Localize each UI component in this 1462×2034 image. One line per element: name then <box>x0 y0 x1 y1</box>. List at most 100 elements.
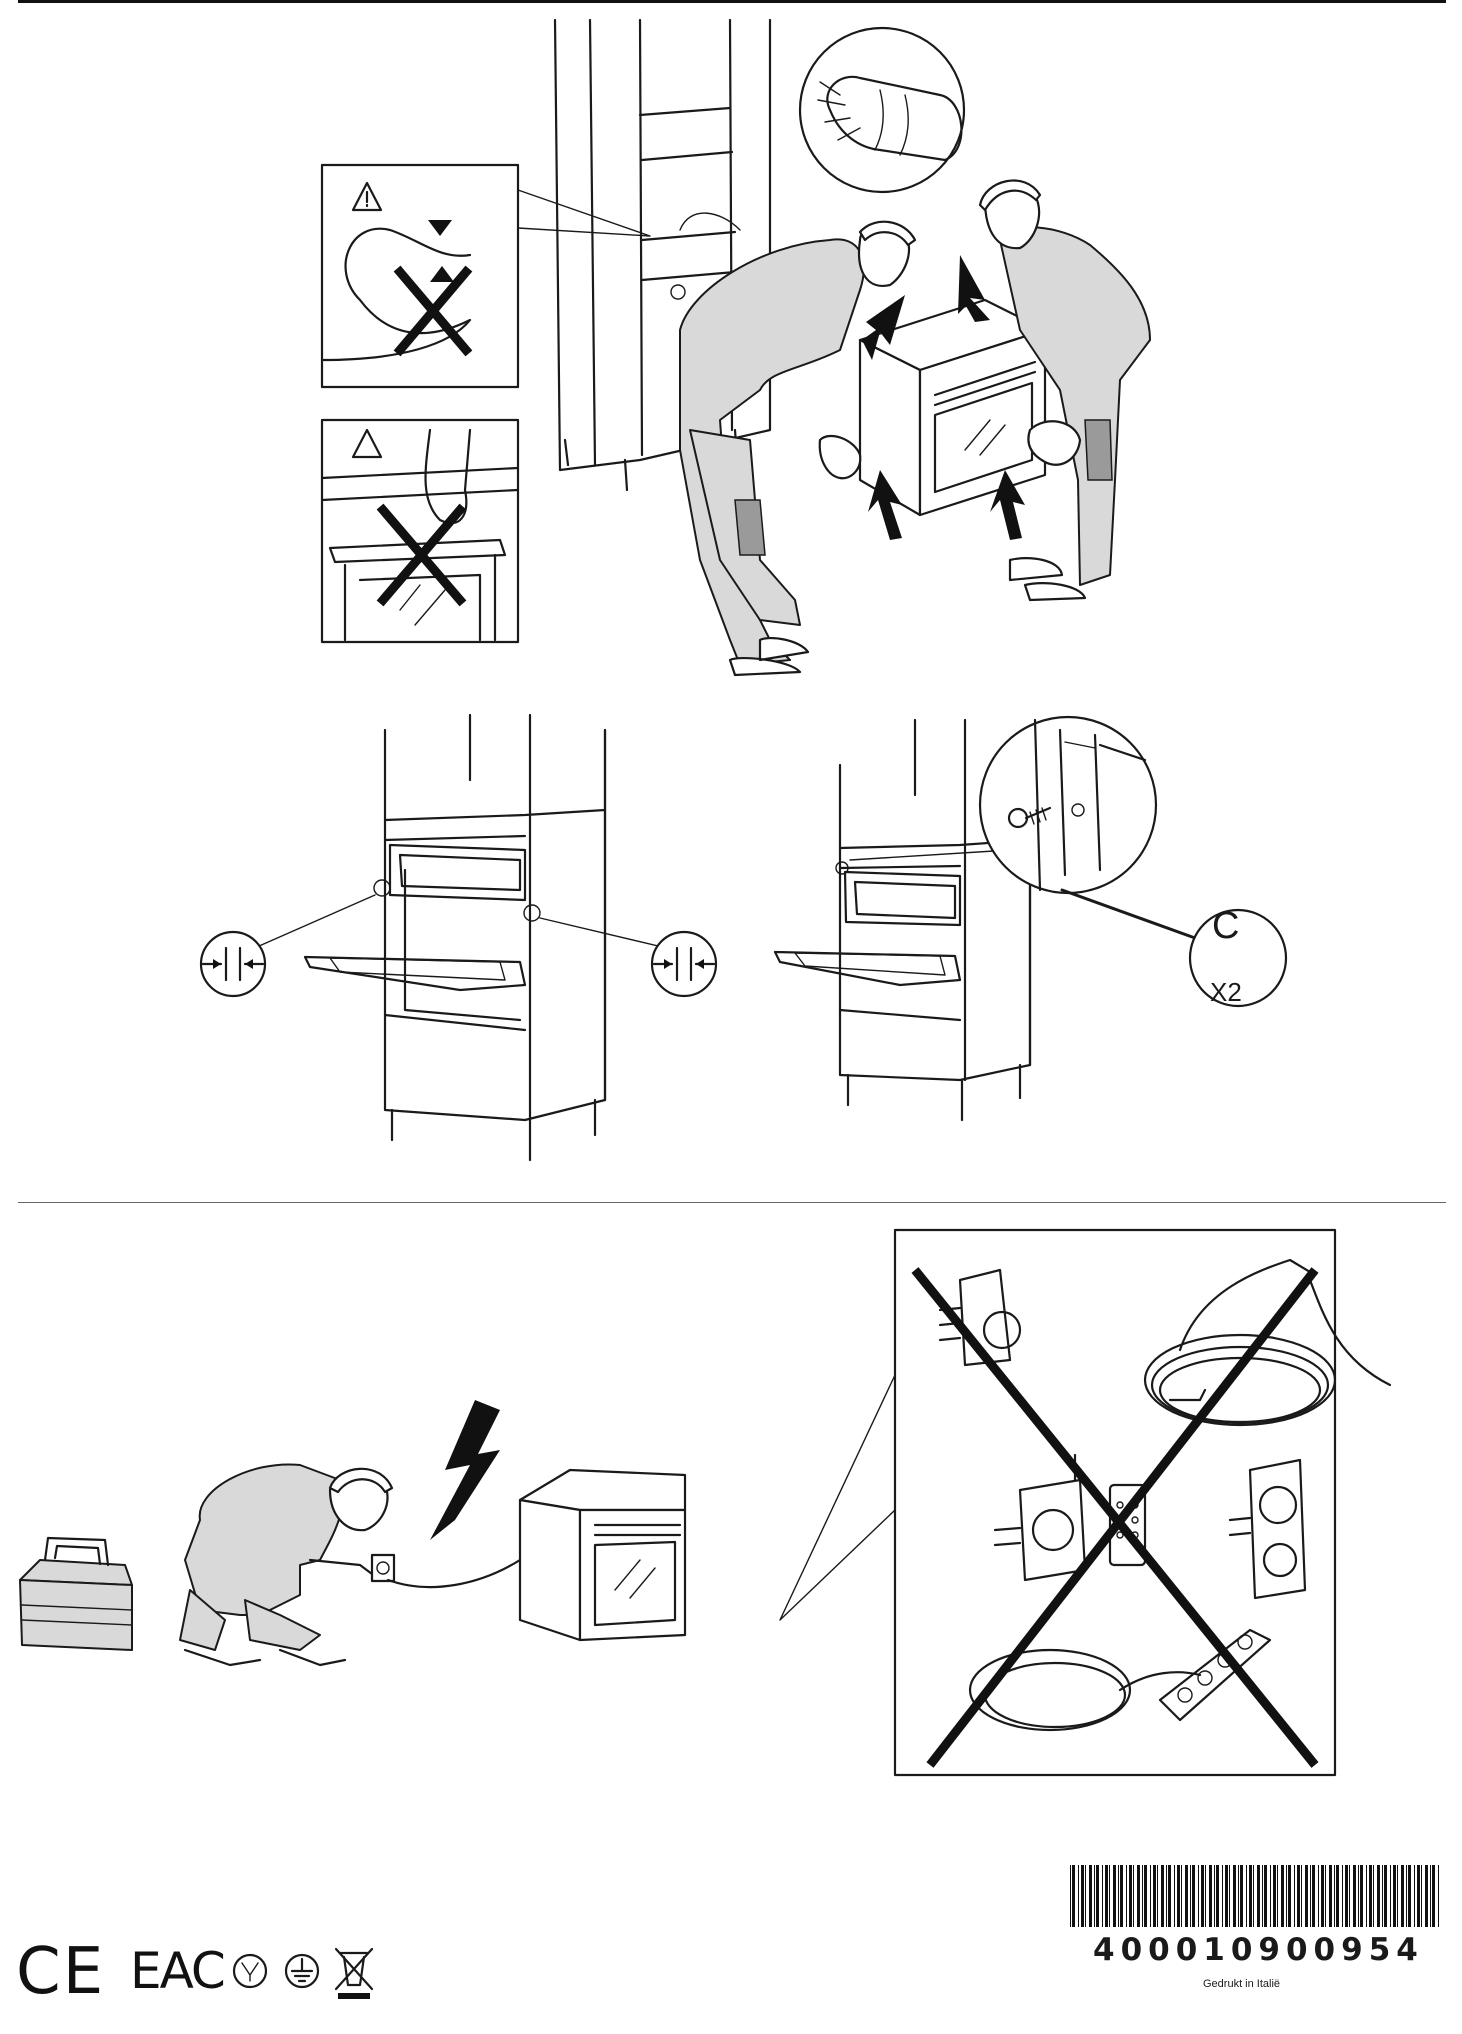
barcode-bar <box>1166 1865 1167 1927</box>
barcode-bar <box>1126 1865 1127 1927</box>
barcode-bar <box>1264 1865 1267 1927</box>
barcode-bar <box>1414 1865 1415 1927</box>
barcode-bar <box>1185 1865 1188 1927</box>
barcode-bar <box>1174 1865 1175 1927</box>
barcode-bar <box>1384 1865 1387 1927</box>
barcode-bar <box>1089 1865 1092 1927</box>
barcode-bar <box>1105 1865 1108 1927</box>
barcode-bar <box>1345 1865 1348 1927</box>
barcode-bar <box>1277 1865 1278 1927</box>
barcode-bar <box>1133 1865 1134 1927</box>
eac-mark: EAC <box>130 1942 226 2000</box>
barcode-bar <box>1325 1865 1326 1927</box>
barcode-bar <box>1336 1865 1339 1927</box>
cabinet-right <box>773 715 1288 1122</box>
barcode-bar <box>1233 1865 1236 1927</box>
barcode-bar <box>1072 1865 1075 1927</box>
top-rule <box>18 0 1446 3</box>
barcode-bar <box>1390 1865 1391 1927</box>
barcode-bar <box>1417 1865 1420 1927</box>
barcode-bar <box>1142 1865 1143 1927</box>
lightning-icon <box>430 1400 500 1540</box>
barcode-bar <box>1177 1865 1180 1927</box>
barcode-bar <box>1270 1865 1271 1927</box>
handle-warning-callout <box>320 418 520 644</box>
barcode-bar <box>1201 1865 1204 1927</box>
extension-cable-icon <box>1143 1258 1392 1427</box>
left-worker <box>679 220 917 677</box>
barcode-bar <box>1318 1865 1319 1927</box>
barcode-bar <box>1102 1865 1103 1927</box>
barcode-bar <box>1286 1865 1287 1927</box>
lifting-illustration <box>320 18 1151 677</box>
barcode-bar <box>1421 1865 1422 1927</box>
barcode-bar <box>1216 1865 1219 1927</box>
barcode-bar <box>1401 1865 1404 1927</box>
barcode-bar <box>1273 1865 1276 1927</box>
barcode-bar <box>1249 1865 1252 1927</box>
barcode-bar <box>1310 1865 1311 1927</box>
barcode-bar <box>1430 1865 1431 1927</box>
oven-connected <box>518 1468 687 1642</box>
barcode-bar <box>1157 1865 1158 1927</box>
barcode-bar <box>1078 1865 1079 1927</box>
barcode-bar <box>1181 1865 1182 1927</box>
barcode-bar <box>1229 1865 1230 1927</box>
dial-timer-icon <box>1228 1458 1307 1600</box>
compliance-icons <box>232 1947 374 1999</box>
barcode-bar <box>1294 1865 1295 1927</box>
barcode-bar <box>1209 1865 1212 1927</box>
barcode-bar <box>1262 1865 1263 1927</box>
kneeling-worker <box>179 1463 522 1667</box>
barcode-bar <box>1353 1865 1356 1927</box>
barcode-bar <box>1137 1865 1140 1927</box>
cabinet-left <box>199 713 718 1162</box>
barcode-bar <box>1329 1865 1332 1927</box>
barcode-bar <box>1438 1865 1439 1927</box>
barcode-bar <box>1301 1865 1302 1927</box>
barcode-bar <box>1369 1865 1372 1927</box>
fixing-detail-count: X2 <box>1210 977 1242 1007</box>
toolbox <box>19 1536 133 1651</box>
barcode-bar <box>1312 1865 1315 1927</box>
section-divider <box>18 1202 1446 1203</box>
barcode <box>1070 1865 1439 1927</box>
barcode-bar <box>1161 1865 1164 1927</box>
tall-cabinet <box>553 18 772 492</box>
barcode-bar <box>1192 1865 1195 1927</box>
barcode-bar <box>1397 1865 1398 1927</box>
barcode-bar <box>1253 1865 1254 1927</box>
barcode-bar <box>1257 1865 1260 1927</box>
barcode-bar <box>1349 1865 1350 1927</box>
barcode-number: 400010900954 <box>1093 1932 1424 1968</box>
barcode-bar <box>1408 1865 1411 1927</box>
barcode-bar <box>1288 1865 1291 1927</box>
barcode-bar <box>1222 1865 1223 1927</box>
barcode-bar <box>1129 1865 1132 1927</box>
safety-mark-icon <box>232 1953 268 1989</box>
barcode-bar <box>1094 1865 1095 1927</box>
gloves-circle <box>798 26 966 194</box>
barcode-bar <box>1118 1865 1119 1927</box>
lift-arrows <box>862 255 1025 540</box>
barcode-bar <box>1425 1865 1428 1927</box>
barcode-bar <box>1168 1865 1171 1927</box>
barcode-bar <box>1246 1865 1247 1927</box>
barcode-bar <box>1120 1865 1123 1927</box>
barcode-bar <box>1150 1865 1151 1927</box>
barcode-bar <box>1109 1865 1110 1927</box>
barcode-bar <box>1297 1865 1300 1927</box>
barcode-bar <box>1358 1865 1359 1927</box>
ground-mark-icon <box>284 1953 320 1989</box>
barcode-bar <box>1342 1865 1343 1927</box>
barcode-bar <box>1205 1865 1206 1927</box>
printed-in-text: Gedrukt in Italië <box>1203 1978 1281 1990</box>
prohibited-adapters-panel <box>779 1228 1392 1777</box>
barcode-bar <box>1393 1865 1396 1927</box>
barcode-bar <box>1360 1865 1363 1927</box>
barcode-bar <box>1081 1865 1084 1927</box>
barcode-bar <box>1198 1865 1199 1927</box>
electrical-connection-illustration <box>19 1400 687 1667</box>
barcode-bar <box>1366 1865 1367 1927</box>
weee-bin-icon <box>334 1947 374 1999</box>
